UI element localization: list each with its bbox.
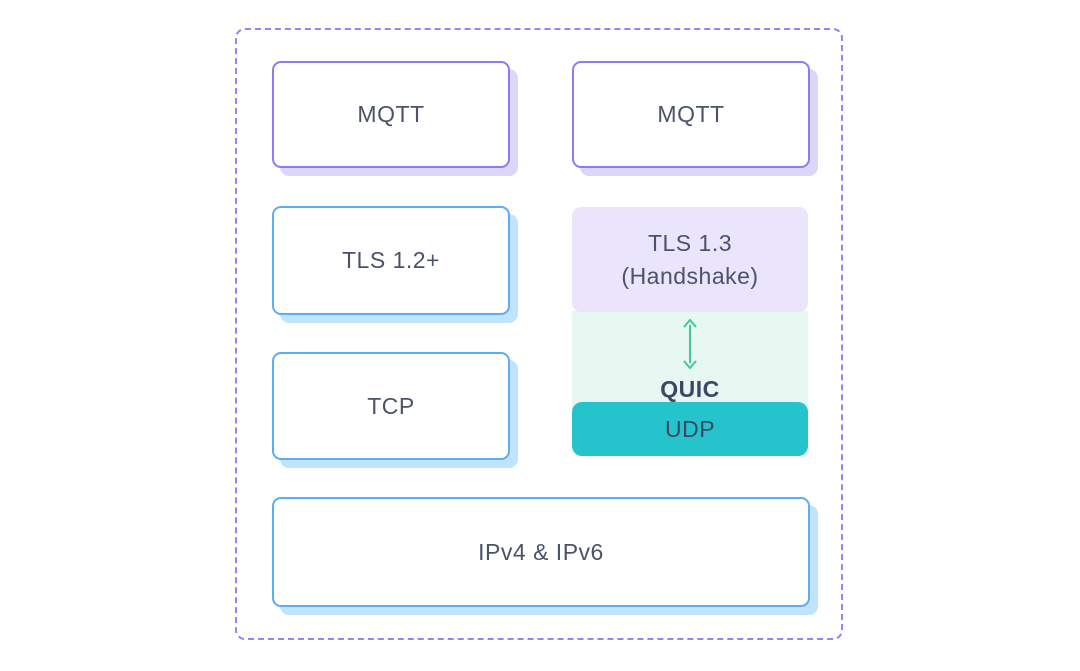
box-tcp: TCP — [272, 352, 510, 460]
box-tls12: TLS 1.2+ — [272, 206, 510, 315]
box-mqtt-right: MQTT — [572, 61, 810, 168]
bidirectional-arrow-icon — [683, 318, 697, 370]
quic-label: QUIC — [660, 375, 720, 402]
quic-stack-group: TLS 1.3 (Handshake) QUIC UDP — [572, 207, 808, 456]
udp-label: UDP — [664, 415, 716, 442]
box-mqtt-left: MQTT — [272, 61, 510, 168]
tls12-label: TLS 1.2+ — [342, 247, 440, 273]
handshake-quic-link — [572, 316, 808, 372]
mqtt-right-label: MQTT — [657, 101, 725, 127]
mqtt-left-label: MQTT — [357, 101, 425, 127]
tls13-label-line1: TLS 1.3 — [647, 229, 733, 256]
box-tls13-handshake: TLS 1.3 (Handshake) — [572, 207, 808, 312]
box-ip: IPv4 & IPv6 — [272, 497, 810, 607]
quic-label-row: QUIC — [572, 375, 808, 403]
ip-label: IPv4 & IPv6 — [478, 538, 604, 565]
tls13-label-line2: (Handshake) — [621, 262, 759, 289]
tcp-label: TCP — [367, 392, 415, 419]
box-udp: UDP — [572, 402, 808, 456]
